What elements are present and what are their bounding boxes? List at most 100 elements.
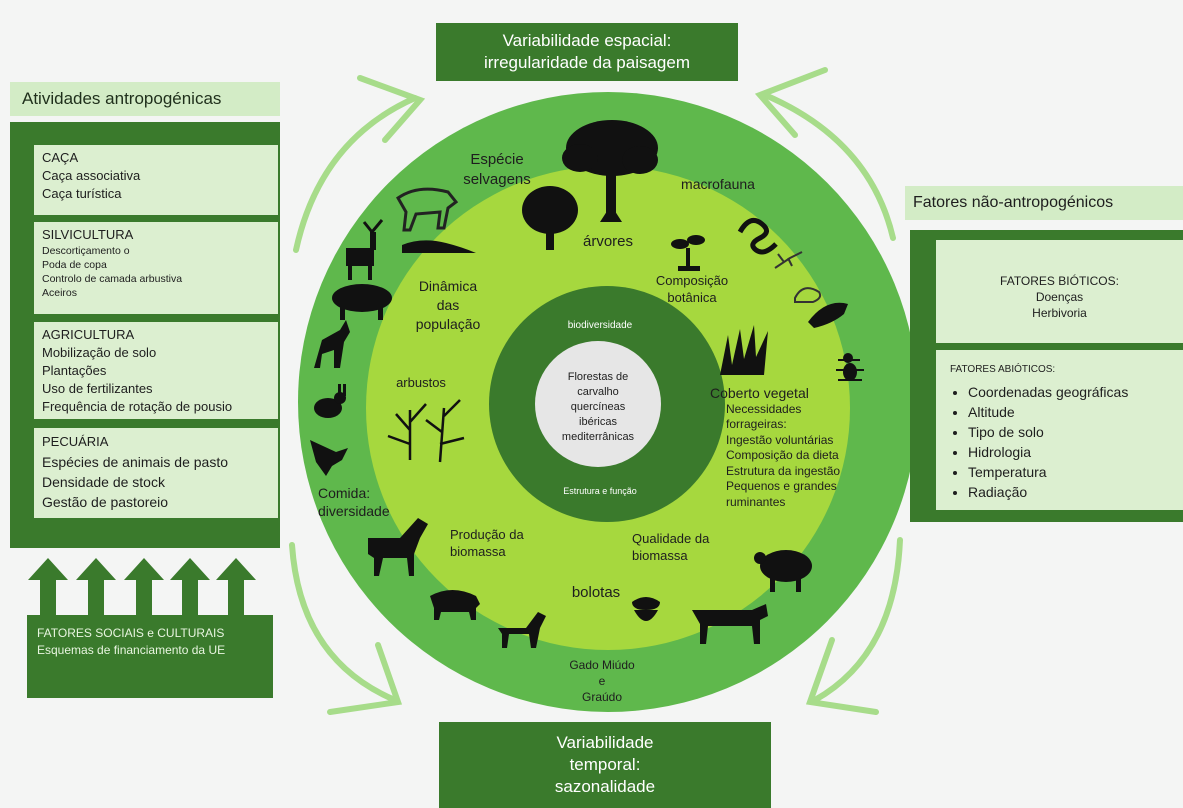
biotic-item: Doenças [1035, 290, 1084, 304]
center-disc [535, 341, 661, 467]
livestock-label: Gado Miúdo e Graúdo [552, 657, 652, 705]
vegetation-line: ruminantes [726, 494, 786, 509]
social-cultural-box: FATORES SOCIAIS e CULTURAIS Esquemas de … [27, 615, 273, 698]
pecuaria-box: PECUÁRIA Espécies de animais de pasto De… [34, 428, 278, 518]
vegetation-line: Composição da dieta [726, 448, 839, 462]
deer-icon [346, 219, 384, 280]
anthropogenic-header: Atividades antropogénicas [10, 82, 280, 116]
tree-small-icon [522, 186, 578, 250]
agricultura-item: Uso de fertilizantes [42, 381, 153, 396]
silvicultura-item: Controlo de camada arbustiva [42, 273, 183, 285]
wolf-icon [314, 320, 350, 368]
abiotic-item: Radiação [968, 482, 1169, 502]
biomass-quality-label: Qualidade da biomassa [632, 530, 742, 564]
boar-icon [332, 284, 392, 320]
sprout-icon [671, 235, 705, 271]
population-dynamics-label: Dinâmica das população [404, 277, 492, 334]
abiotic-item: Tipo de solo [968, 422, 1169, 442]
non-anthropogenic-header: Fatores não-antropogénicos [905, 186, 1183, 220]
lizard-icon [774, 251, 803, 269]
agricultura-item: Plantações [42, 363, 107, 378]
wild-species-line: selvagens [463, 171, 531, 188]
shrubs-label: arbustos [396, 375, 446, 390]
arrow-top-left-icon [293, 95, 418, 253]
agricultura-title: AGRICULTURA [42, 327, 135, 342]
structure-function-label: Estrutura e função [563, 486, 637, 496]
caca-item: Caça associativa [42, 168, 141, 183]
pecuaria-title: PECUÁRIA [42, 434, 109, 449]
biotic-title: FATORES BIÓTICOS: [1000, 274, 1119, 288]
quality-line: Qualidade da [632, 531, 710, 546]
botanical-composition-label: Composição botânica [640, 272, 744, 306]
vegetation-line: Necessidades [726, 401, 802, 416]
temporal-variability-box: Variabilidade temporal: sazonalidade [439, 722, 771, 808]
snake-icon [737, 217, 778, 255]
botanical-line: botânica [667, 290, 717, 305]
caca-box: CAÇA Caça associativa Caça turística [34, 145, 278, 215]
agricultura-item: Mobilização de solo [42, 345, 157, 360]
agricultura-item: Frequência de rotação de pousio [42, 399, 233, 414]
biomass-production-label: Produção da biomassa [450, 526, 550, 560]
population-line: Dinâmica [418, 278, 478, 294]
acorn-icon [632, 597, 660, 621]
pecuaria-item: Espécies de animais de pasto [42, 454, 228, 470]
up-arrow-icon [28, 558, 256, 618]
arrow-bottom-left-icon [289, 542, 398, 703]
macrofauna-label: macrofauna [681, 176, 755, 192]
vegetation-line: forrageiras: [726, 417, 787, 431]
population-line: das [436, 297, 460, 313]
sheep-icon [754, 550, 812, 592]
vegetation-line: Estrutura da ingestão [726, 463, 841, 478]
horse-icon [368, 518, 428, 576]
rabbit-icon [314, 384, 346, 418]
biotic-item: Herbivoria [1032, 306, 1087, 320]
goat-icon [498, 612, 546, 648]
abiotic-item: Hidrologia [968, 442, 1169, 462]
silvicultura-item: Descortiçamento o [42, 245, 130, 257]
center-text: Florestas de carvalho quercíneas ibérica… [544, 370, 652, 445]
bird-icon [808, 302, 848, 328]
ant-icon [836, 353, 864, 381]
wild-species-line: Espécie [470, 151, 524, 168]
vegetation-cover-label: Coberto vegetal Necessidades forrageiras… [710, 385, 870, 510]
abiotic-item: Coordenadas geográficas [968, 382, 1169, 402]
center-line: mediterrânicas [561, 431, 635, 443]
trees-label: árvores [582, 233, 634, 250]
quality-line: biomassa [632, 548, 688, 563]
eagle-icon [310, 440, 348, 476]
center-line: quercíneas [570, 401, 626, 413]
production-line: Produção da [450, 527, 524, 542]
biotic-box: FATORES BIÓTICOS: Doenças Herbivoria [936, 240, 1183, 343]
caca-item: Caça turística [42, 186, 122, 201]
biodiversity-label: biodiversidade [567, 320, 633, 331]
abiotic-item: Temperatura [968, 462, 1169, 482]
caca-title: CAÇA [42, 150, 79, 165]
mongoose-icon [402, 240, 476, 253]
vegetation-line: Ingestão voluntárias [726, 432, 834, 447]
grass-icon [720, 325, 768, 375]
abiotic-list: Coordenadas geográficas Altitude Tipo de… [950, 382, 1169, 502]
temporal-line1: Variabilidade [556, 733, 654, 752]
center-line: carvalho [577, 386, 619, 398]
acorns-label: bolotas [571, 584, 621, 601]
spatial-variability-box: Variabilidade espacial: irregularidade d… [436, 23, 738, 81]
abiotic-item: Altitude [968, 402, 1169, 422]
pecuaria-item: Gestão de pastoreio [42, 494, 169, 510]
food-line: Comida: [318, 485, 371, 501]
spatial-line1: Variabilidade espacial: [502, 31, 672, 50]
tree-icon [562, 120, 658, 222]
social-line1: FATORES SOCIAIS e CULTURAIS [37, 626, 225, 640]
center-line: ibéricas [579, 416, 617, 428]
wild-species-label: Espécie selvagens [452, 150, 542, 190]
center-line: Florestas de [567, 371, 629, 383]
abiotic-title: FATORES ABIÓTICOS: [950, 364, 1056, 375]
population-line: população [415, 316, 481, 332]
lynx-icon [396, 187, 459, 232]
pecuaria-item: Densidade de stock [42, 474, 165, 490]
cow-icon [692, 604, 768, 644]
abiotic-box: FATORES ABIÓTICOS: Coordenadas geográfic… [936, 350, 1183, 510]
spatial-line2: irregularidade da paisagem [483, 53, 691, 72]
silvicultura-item: Aceiros [42, 287, 78, 299]
arrow-bottom-right-icon [812, 537, 903, 703]
